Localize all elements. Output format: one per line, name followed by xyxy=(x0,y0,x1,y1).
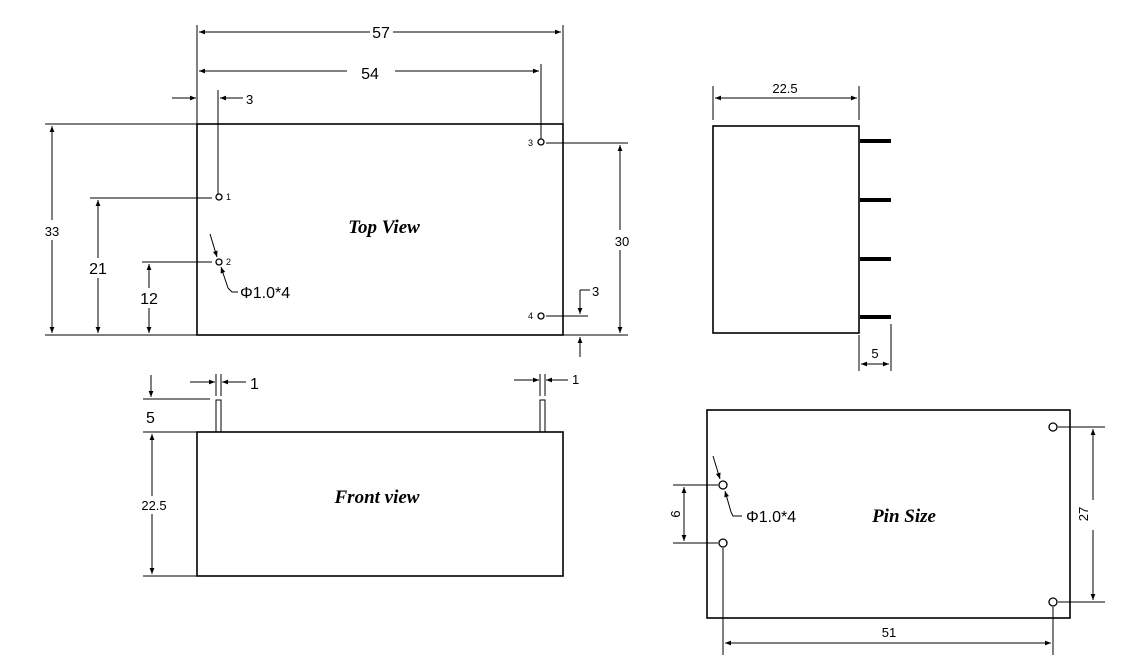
dim-pin-offset-left: 3 xyxy=(246,92,253,107)
pin-hole xyxy=(718,480,728,490)
pin-1-label: 1 xyxy=(226,192,231,202)
pin-hole xyxy=(1048,422,1058,432)
dim-front-pin-length: 5 xyxy=(146,410,155,427)
side-view: 22.5 5 xyxy=(712,81,892,371)
pin-3-hole xyxy=(537,138,545,146)
pin-hole xyxy=(1048,597,1058,607)
top-view-title: Top View xyxy=(348,217,420,238)
pin-hole xyxy=(718,538,728,548)
front-pin-left xyxy=(215,399,222,433)
pin-size-body xyxy=(706,409,1071,619)
side-pin xyxy=(860,139,891,143)
front-view-body xyxy=(196,431,564,577)
dim-overall-length: 57 xyxy=(372,25,390,42)
side-pin xyxy=(860,315,891,319)
pin-1-hole xyxy=(215,193,223,201)
side-pin xyxy=(860,198,891,202)
pin-4-hole xyxy=(537,312,545,320)
pin-4-label: 4 xyxy=(528,311,533,321)
top-view: 57 54 3 33 21 12 1 2 3 4 xyxy=(40,25,632,357)
front-view: 1 1 5 22.5 Front view xyxy=(136,372,579,577)
hole-callout-pin-size: Φ1.0*4 xyxy=(746,509,796,526)
pin-3-label: 3 xyxy=(528,138,533,148)
dim-pin2-height: 12 xyxy=(140,291,158,308)
dim-pin-span-horizontal: 51 xyxy=(882,625,896,640)
pin-2-label: 2 xyxy=(226,257,231,267)
top-view-body xyxy=(196,123,564,336)
side-pin xyxy=(860,257,891,261)
dim-side-pin-length: 5 xyxy=(871,346,878,361)
dim-pin-span: 54 xyxy=(361,66,379,83)
pin-2-hole xyxy=(215,258,223,266)
dim-pin-spacing-right: 27 xyxy=(1076,507,1091,521)
side-view-body xyxy=(712,125,860,334)
dim-overall-width: 33 xyxy=(45,224,59,239)
pin-size-view: 9 Φ1.0*4 27 51 Pin Size xyxy=(668,409,1105,655)
dim-pin-offset-bottom: 3 xyxy=(592,284,599,299)
dim-pin-span-vertical: 30 xyxy=(615,234,629,249)
dim-pin1-height: 21 xyxy=(89,261,107,278)
hole-callout-top: Φ1.0*4 xyxy=(240,285,290,302)
front-view-title: Front view xyxy=(334,487,420,508)
dim-side-body-height: 22.5 xyxy=(772,81,797,96)
dim-pin-spacing-left: 9 xyxy=(668,510,683,517)
front-pin-right xyxy=(539,399,546,433)
dim-front-body-height: 22.5 xyxy=(141,498,166,513)
pin-size-title: Pin Size xyxy=(871,506,936,527)
dim-front-pin-width-right: 1 xyxy=(572,372,579,387)
dim-front-pin-width-left: 1 xyxy=(250,376,259,393)
